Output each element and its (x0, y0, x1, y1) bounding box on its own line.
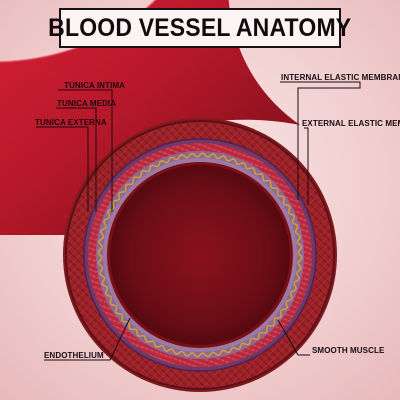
label-internal-elastic-membrane: INTERNAL ELASTIC MEMBRANE (281, 73, 400, 82)
label-smooth-muscle: SMOOTH MUSCLE (312, 346, 385, 355)
page-title: BLOOD VESSEL ANATOMY (48, 13, 352, 42)
lumen (110, 165, 290, 345)
label-tunica-media: TUNICA MEDIA (57, 99, 117, 108)
label-tunica-externa: TUNICA EXTERNA (35, 118, 107, 127)
internal-elastic-membrane-ring (97, 152, 303, 358)
leader-lines (36, 81, 361, 361)
label-endothelium: ENDOTHELIUM (44, 351, 104, 360)
label-tunica-intima: TUNICA INTIMA (64, 81, 125, 90)
label-external-elastic-membrane: EXTERNAL ELASTIC MEMBRANE (302, 119, 400, 128)
vessel-tube (0, 0, 300, 235)
title-box: BLOOD VESSEL ANATOMY (48, 8, 351, 48)
